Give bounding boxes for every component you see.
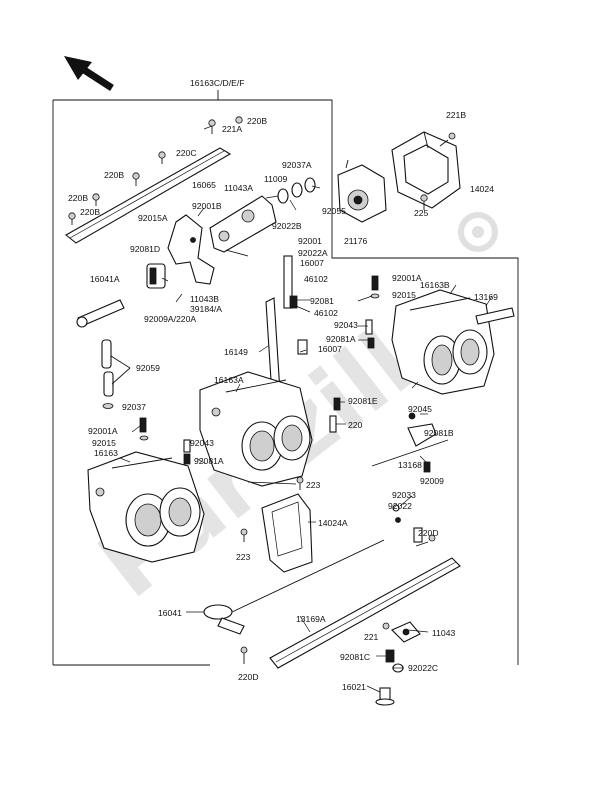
- rail-16065: [65, 147, 232, 244]
- link-13169: [475, 307, 515, 325]
- label-223-2: 223: [236, 552, 251, 562]
- label-92045: 92045: [408, 404, 432, 414]
- assembly-frame: [52, 90, 519, 666]
- label-14024: 14024: [470, 184, 494, 194]
- label-46102-1: 46102: [304, 274, 328, 284]
- rod-16041: [203, 539, 385, 635]
- label-92022a: 92022A: [298, 248, 328, 258]
- label-92037a: 92037A: [282, 160, 312, 170]
- label-11043: 11043: [432, 628, 455, 638]
- label-39184: 39184/A: [190, 304, 222, 314]
- label-221: 221: [364, 632, 379, 642]
- label-220: 220: [348, 420, 363, 430]
- label-220d-2: 220D: [238, 672, 259, 682]
- label-220b-2: 220B: [104, 170, 124, 180]
- label-13169a: 13169A: [296, 614, 326, 624]
- rod-46102: [283, 255, 308, 355]
- label-223-1: 223: [306, 480, 321, 490]
- label-92037: 92037: [122, 402, 146, 412]
- part-labels: 16163C/D/E/F 220B 221A 220C 220B 16065 2…: [68, 78, 498, 692]
- label-92055: 92055: [322, 206, 346, 216]
- cam-21176: [337, 159, 387, 223]
- throttle-body-16163a: [199, 371, 313, 487]
- label-220b-4: 220B: [80, 207, 100, 217]
- label-92001: 92001: [298, 236, 322, 246]
- label-16163: 16163: [94, 448, 118, 458]
- label-221a: 221A: [222, 124, 242, 134]
- label-92081e: 92081E: [348, 396, 378, 406]
- label-92015-2: 92015: [92, 438, 116, 448]
- screw-225: [420, 194, 428, 210]
- label-92009a: 92009A/220A: [144, 314, 196, 324]
- label-220c: 220C: [176, 148, 197, 158]
- label-92015-1: 92015: [392, 290, 416, 300]
- screws-220b: [68, 116, 243, 225]
- label-92001a-1: 92001A: [392, 273, 422, 283]
- fasteners-misc: [139, 275, 431, 543]
- hose-92059: [101, 339, 131, 409]
- label-92022b: 92022B: [272, 221, 302, 231]
- label-16021: 16021: [342, 682, 366, 692]
- label-92015a: 92015A: [138, 213, 168, 223]
- label-92022c: 92022C: [408, 663, 438, 673]
- throttle-body-16163: [87, 451, 205, 563]
- link-13169a: [269, 557, 461, 669]
- label-11009: 11009: [264, 174, 287, 184]
- throttle-body-16163b: [391, 289, 495, 395]
- label-11043b: 11043B: [190, 294, 219, 304]
- label-225: 225: [414, 208, 429, 218]
- label-21176: 21176: [344, 236, 367, 246]
- label-92081a-1: 92081A: [326, 334, 356, 344]
- label-16007-1: 16007: [300, 258, 324, 268]
- label-92001b: 92001B: [192, 201, 222, 211]
- label-16163a: 16163A: [214, 375, 244, 385]
- label-46102-2: 46102: [314, 308, 338, 318]
- label-92081a-2: 92081A: [194, 456, 224, 466]
- watermark-gear-icon: [458, 212, 498, 252]
- lever-11043: [375, 621, 421, 706]
- front-arrow-icon: [64, 56, 114, 91]
- screws-220d: [240, 534, 436, 664]
- label-92081: 92081: [310, 296, 334, 306]
- screw-16041a: [76, 299, 125, 328]
- pin-92081d: [146, 263, 166, 289]
- label-92009: 92009: [420, 476, 444, 486]
- label-16149: 16149: [224, 347, 248, 357]
- label-16041: 16041: [158, 608, 182, 618]
- label-16007-2: 16007: [318, 344, 342, 354]
- label-16065: 16065: [192, 180, 216, 190]
- cover-14024: [391, 131, 461, 209]
- label-220d-1: 220D: [418, 528, 439, 538]
- bracket-13168: [371, 423, 449, 467]
- label-16041a: 16041A: [90, 274, 120, 284]
- washers-11009: [277, 177, 316, 204]
- label-92059: 92059: [136, 363, 160, 373]
- label-92022: 92022: [388, 501, 412, 511]
- label-220b-1: 220B: [247, 116, 267, 126]
- label-92001a-2: 92001A: [88, 426, 118, 436]
- label-16163c: 16163C/D/E/F: [190, 78, 244, 88]
- label-92033: 92033: [392, 490, 416, 500]
- label-221b: 221B: [446, 110, 466, 120]
- label-92043-1: 92043: [334, 320, 358, 330]
- label-14024a: 14024A: [318, 518, 348, 528]
- label-13168: 13168: [398, 460, 422, 470]
- label-13169: 13169: [474, 292, 498, 302]
- label-16163b: 16163B: [420, 280, 450, 290]
- label-92081c: 92081C: [340, 652, 370, 662]
- label-92081d: 92081D: [130, 244, 160, 254]
- label-92043-2: 92043: [190, 438, 214, 448]
- cover-14024a: [261, 493, 313, 573]
- lever-bracket-11043a: [167, 195, 277, 285]
- label-92081b: 92081B: [424, 428, 454, 438]
- leader-lines: [119, 125, 493, 693]
- label-220b-3: 220B: [68, 193, 88, 203]
- label-11043a: 11043A: [224, 183, 253, 193]
